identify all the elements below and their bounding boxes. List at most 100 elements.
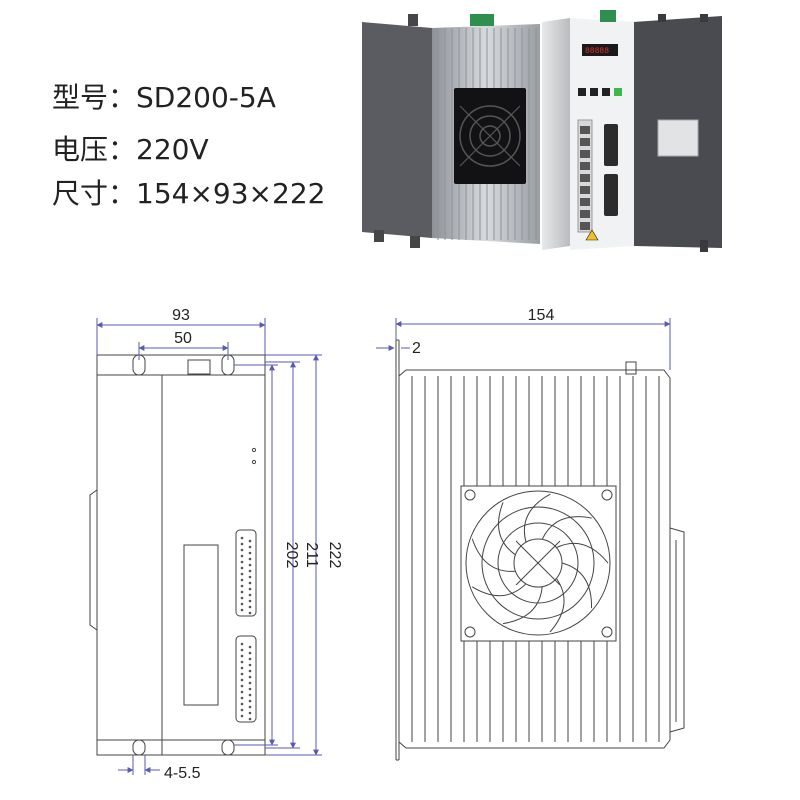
mount-tab [408,14,418,26]
terminal-screw [580,186,590,194]
db-connector-lower [235,635,257,723]
panel-key [578,88,586,96]
connector-pin [240,566,244,570]
dim-label-flange: 2 [412,340,421,357]
fan-blade [561,562,593,609]
dim-label-mount-holes: 4-5.5 [164,765,201,782]
fan-blade [471,583,527,597]
connector-pin [240,548,244,552]
connector-pin [248,593,252,597]
connector-pin [248,599,252,603]
connector-pin [248,657,252,661]
model-spec: 型号：SD200-5A [52,76,276,116]
connector-pin [248,545,252,549]
dim-label-height-total: 222 [326,542,343,569]
mount-tab [374,230,384,242]
terminal-screws [580,126,590,230]
front-view-dimensions [96,318,322,775]
connector-pin [248,663,252,667]
connector-pin [240,584,244,588]
size-label: 尺寸： [52,177,137,210]
connector-pin [240,690,244,694]
connector-pin [248,717,252,721]
side-view-dimensions [376,318,671,370]
fan-blade [549,578,565,633]
terminal-screw [580,126,590,134]
db-connector-lower [604,174,618,216]
front-view-drawing [89,354,266,756]
connector-pin [240,536,244,540]
connector-pin [240,554,244,558]
panel-key [590,88,598,96]
fan-ring [459,105,521,167]
nameplate-label [657,119,699,157]
fan-screw [601,626,613,638]
fan-blade [502,586,543,625]
dim-label-height-mid: 211 [303,542,320,568]
fan-blade [523,493,551,543]
connector-pin [248,575,252,579]
voltage-label: 电压： [52,133,137,166]
connector-pin [248,581,252,585]
connector-pin [248,587,252,591]
db-connector-upper [604,124,618,166]
fan-blade [556,543,609,564]
mount-slot-bottom-right [221,739,235,756]
connector-pin [240,702,244,706]
connector-pin [248,699,252,703]
connector-pin [248,687,252,691]
connector-pin [240,560,244,564]
fan-blade [541,516,592,540]
mount-tab [410,236,420,248]
product-photo-front-panel: 88888 [542,10,722,252]
top-terminal [625,361,637,375]
side-view-drawing [395,339,685,761]
terminal-screw [580,138,590,146]
label-window [183,544,219,706]
voltage-value: 220V [136,133,209,166]
connector-pin [248,551,252,555]
terminal-screw [580,198,590,206]
model-label: 型号： [52,81,137,114]
terminal-block [600,10,616,22]
warning-icon [585,229,599,241]
panel-key [602,88,610,96]
connector-pin [240,654,244,658]
connector-pin [248,569,252,573]
connector-pin [248,693,252,697]
connector-pin [240,542,244,546]
connector-pin [240,708,244,712]
dim-label-height-inner: 202 [283,542,300,569]
connector-pin [240,596,244,600]
connector-pin [240,608,244,612]
connector-pin [248,605,252,609]
fan-screw [464,489,476,501]
rear-connector [669,527,685,733]
connector-pin [248,705,252,709]
connector-pin [240,572,244,576]
connector-pin [248,557,252,561]
connector-pin [248,681,252,685]
connector-pin [248,711,252,715]
fan-blade [498,502,516,556]
connector-pin [248,563,252,567]
fan-screw [464,626,476,638]
dim-label-depth: 154 [528,307,555,324]
terminal-screw [580,222,590,230]
connector-pin [248,611,252,615]
led-digits: 88888 [585,47,609,56]
connector-pin [248,645,252,649]
model-value: SD200-5A [136,81,276,114]
fan-ring [479,125,501,147]
terminal-screw [580,162,590,170]
connector-pin [240,578,244,582]
connector-pin [240,602,244,606]
connector-pin [240,666,244,670]
side-panel [362,22,432,238]
connector-pin [240,684,244,688]
fan-blade [471,538,516,572]
connector-pin [248,651,252,655]
connector-pin [240,590,244,594]
connector-pin [248,539,252,543]
